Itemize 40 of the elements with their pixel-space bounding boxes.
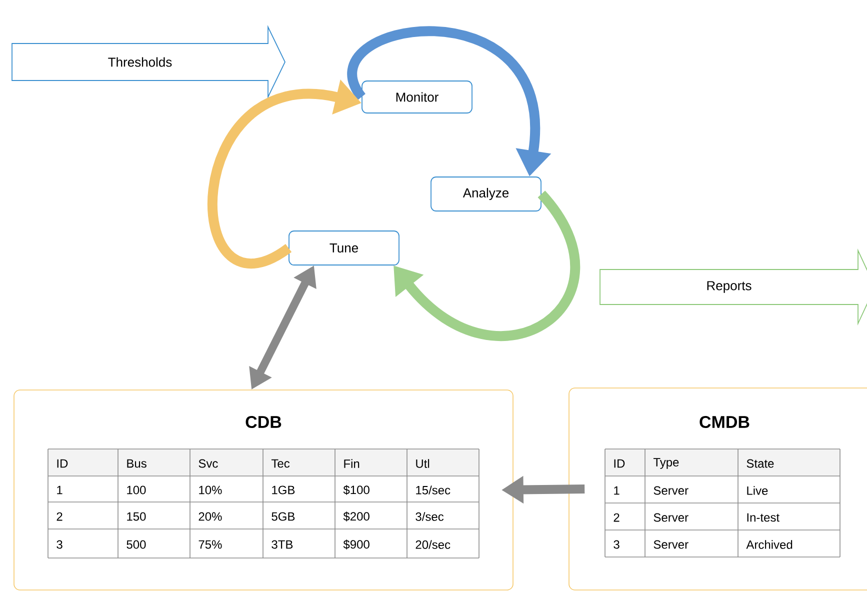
table-cell: 3TB: [272, 540, 293, 549]
table-cell: Bus: [127, 459, 146, 468]
table-cell: 3/sec: [416, 512, 444, 521]
table-cell: State: [746, 459, 774, 468]
process-box: Tune: [288, 230, 400, 266]
table-cell: Archived: [746, 540, 792, 549]
table-cell: 2: [56, 512, 62, 521]
table-cell: Server: [654, 540, 688, 549]
arrow: [394, 191, 580, 341]
process-box: Monitor: [362, 80, 472, 114]
table-cell: 1: [614, 486, 620, 495]
table-cell: ID: [614, 459, 625, 468]
table-cell: 75%: [198, 540, 222, 549]
table-cell: $100: [343, 485, 370, 495]
table-cell: 5GB: [272, 512, 295, 521]
process-box: Analyze: [430, 176, 542, 212]
table-cell: 1GB: [272, 486, 295, 494]
table-cell: 10%: [199, 486, 222, 494]
table-cell: 20%: [198, 512, 222, 521]
table-cell: ID: [57, 459, 68, 468]
table-cell: Utl: [416, 459, 430, 468]
table-cell: 3: [56, 540, 62, 549]
table-cell: Live: [747, 486, 768, 495]
table-cell: 2: [614, 513, 620, 522]
table-cell: 500: [126, 540, 146, 549]
table-cell: Type: [653, 458, 679, 469]
table-cell: Server: [654, 486, 688, 495]
table-cell: Server: [654, 513, 688, 522]
table-cell: $200: [343, 512, 370, 522]
table-cell: Svc: [198, 459, 218, 468]
table-cell: 20/sec: [416, 540, 450, 549]
table-cell: 150: [127, 512, 146, 521]
table-cell: Tec: [271, 459, 290, 468]
table-cell: 3: [614, 540, 620, 549]
table-cell: $900: [343, 540, 370, 550]
table-cell: 1: [57, 486, 62, 494]
table-cell: In-test: [747, 513, 780, 522]
table-cell: 100: [127, 486, 146, 494]
table-cell: 15/sec: [416, 486, 450, 494]
table-cell: Fin: [344, 459, 360, 468]
